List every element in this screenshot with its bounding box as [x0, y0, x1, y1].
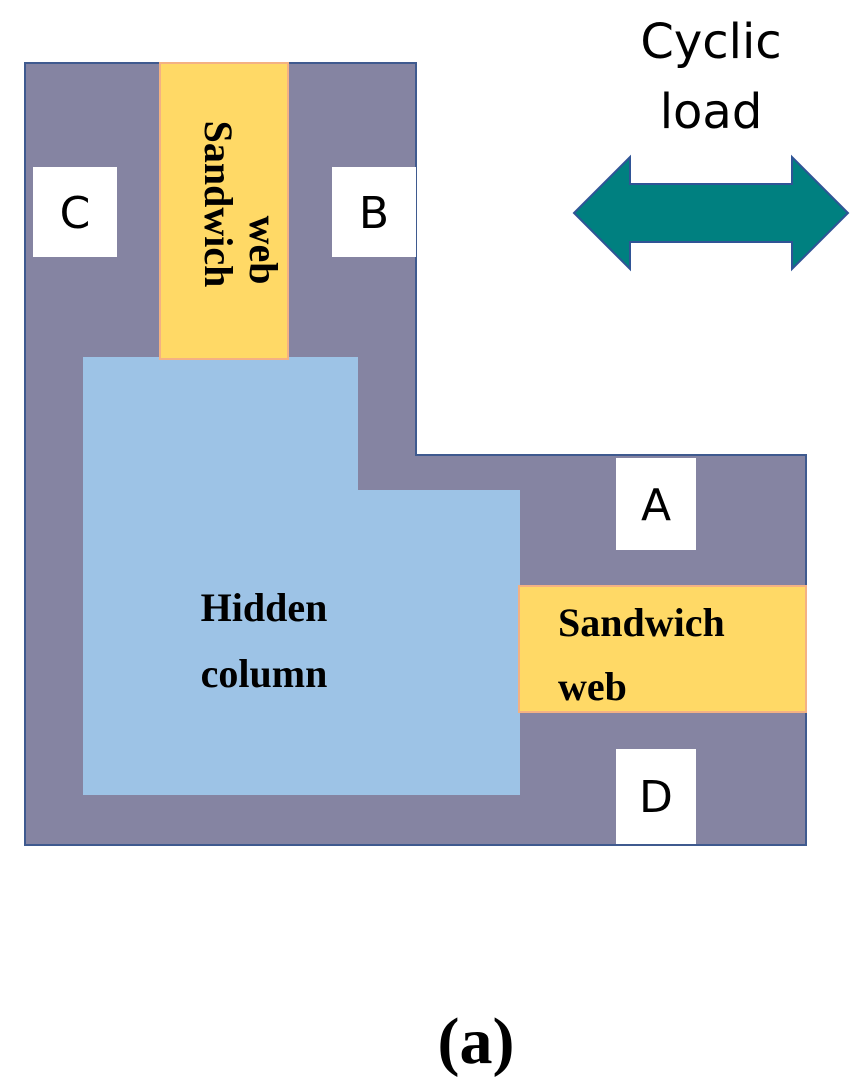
horizontal-web-label-line1: Sandwich — [558, 600, 725, 645]
label-box-c — [33, 167, 117, 257]
vertical-sandwich-web — [159, 62, 289, 360]
hidden-column-label-line1: Hidden — [201, 585, 328, 630]
label-a: A — [641, 480, 671, 531]
cyclic-load-label-line1: Cyclic — [640, 14, 781, 70]
label-box-b — [332, 167, 416, 257]
horizontal-sandwich-web — [518, 585, 807, 713]
label-b: B — [359, 188, 389, 239]
vertical-web-label-line2: web — [241, 216, 286, 285]
vertical-web-label-line1: Sandwich — [196, 121, 241, 288]
label-box-d — [616, 749, 696, 844]
hidden-column-label-line2: column — [201, 651, 328, 696]
cyclic-load-label-line2: load — [660, 84, 763, 140]
horizontal-web-label-line2: web — [558, 664, 627, 709]
label-box-a — [616, 458, 696, 550]
hidden-column-region — [83, 357, 520, 795]
figure-caption: (a) — [438, 1005, 515, 1078]
double-arrow-icon — [572, 154, 850, 272]
label-c: C — [60, 188, 91, 239]
label-d: D — [639, 772, 673, 823]
